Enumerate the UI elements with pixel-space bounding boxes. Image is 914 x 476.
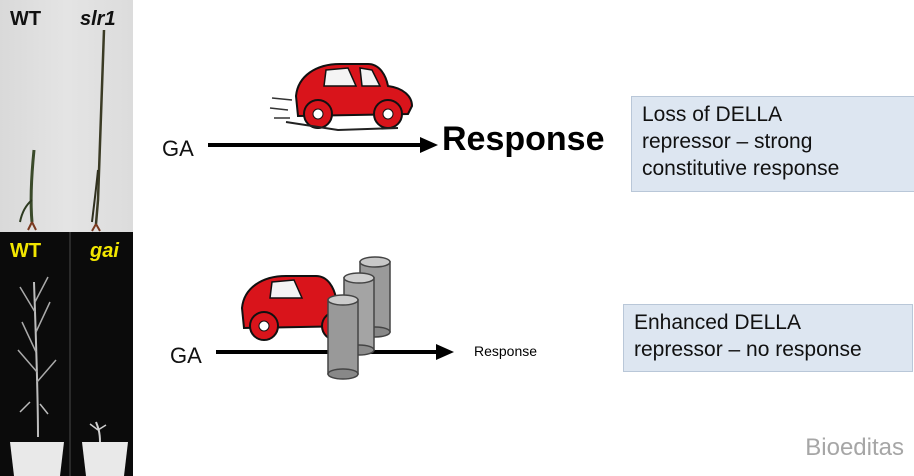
note1-line2: repressor – strong xyxy=(642,130,813,153)
note2-line2: repressor – no response xyxy=(634,338,862,361)
response-label-strong: Response xyxy=(442,120,605,158)
ga-label-1: GA xyxy=(162,136,194,161)
speeding-car-icon xyxy=(269,63,414,132)
wt-label-bottom: WT xyxy=(10,240,42,262)
response-label-none: Response xyxy=(474,343,538,359)
gai-plant-photo: WT gai xyxy=(0,232,133,476)
slr1-label: slr1 xyxy=(80,8,116,30)
arrow-1 xyxy=(208,137,438,153)
gai-label: gai xyxy=(90,240,119,262)
ga-label-2: GA xyxy=(170,343,202,368)
watermark: Bioeditas xyxy=(805,434,904,461)
enhanced-della-note: Enhanced DELLA repressor – no response xyxy=(623,304,913,372)
note2-line1: Enhanced DELLA xyxy=(634,311,801,334)
slr1-plants-drawing xyxy=(19,29,106,232)
loss-of-della-note: Loss of DELLA repressor – strong constit… xyxy=(631,96,914,192)
note1-line3: constitutive response xyxy=(642,157,840,180)
arrow-2 xyxy=(216,344,454,360)
wt-label-top: WT xyxy=(10,8,42,30)
della-barrier-icon xyxy=(327,256,391,380)
gai-plants-drawing xyxy=(10,232,128,476)
note1-line1: Loss of DELLA xyxy=(642,103,783,126)
slr1-plant-photo: WT slr1 xyxy=(0,0,133,232)
